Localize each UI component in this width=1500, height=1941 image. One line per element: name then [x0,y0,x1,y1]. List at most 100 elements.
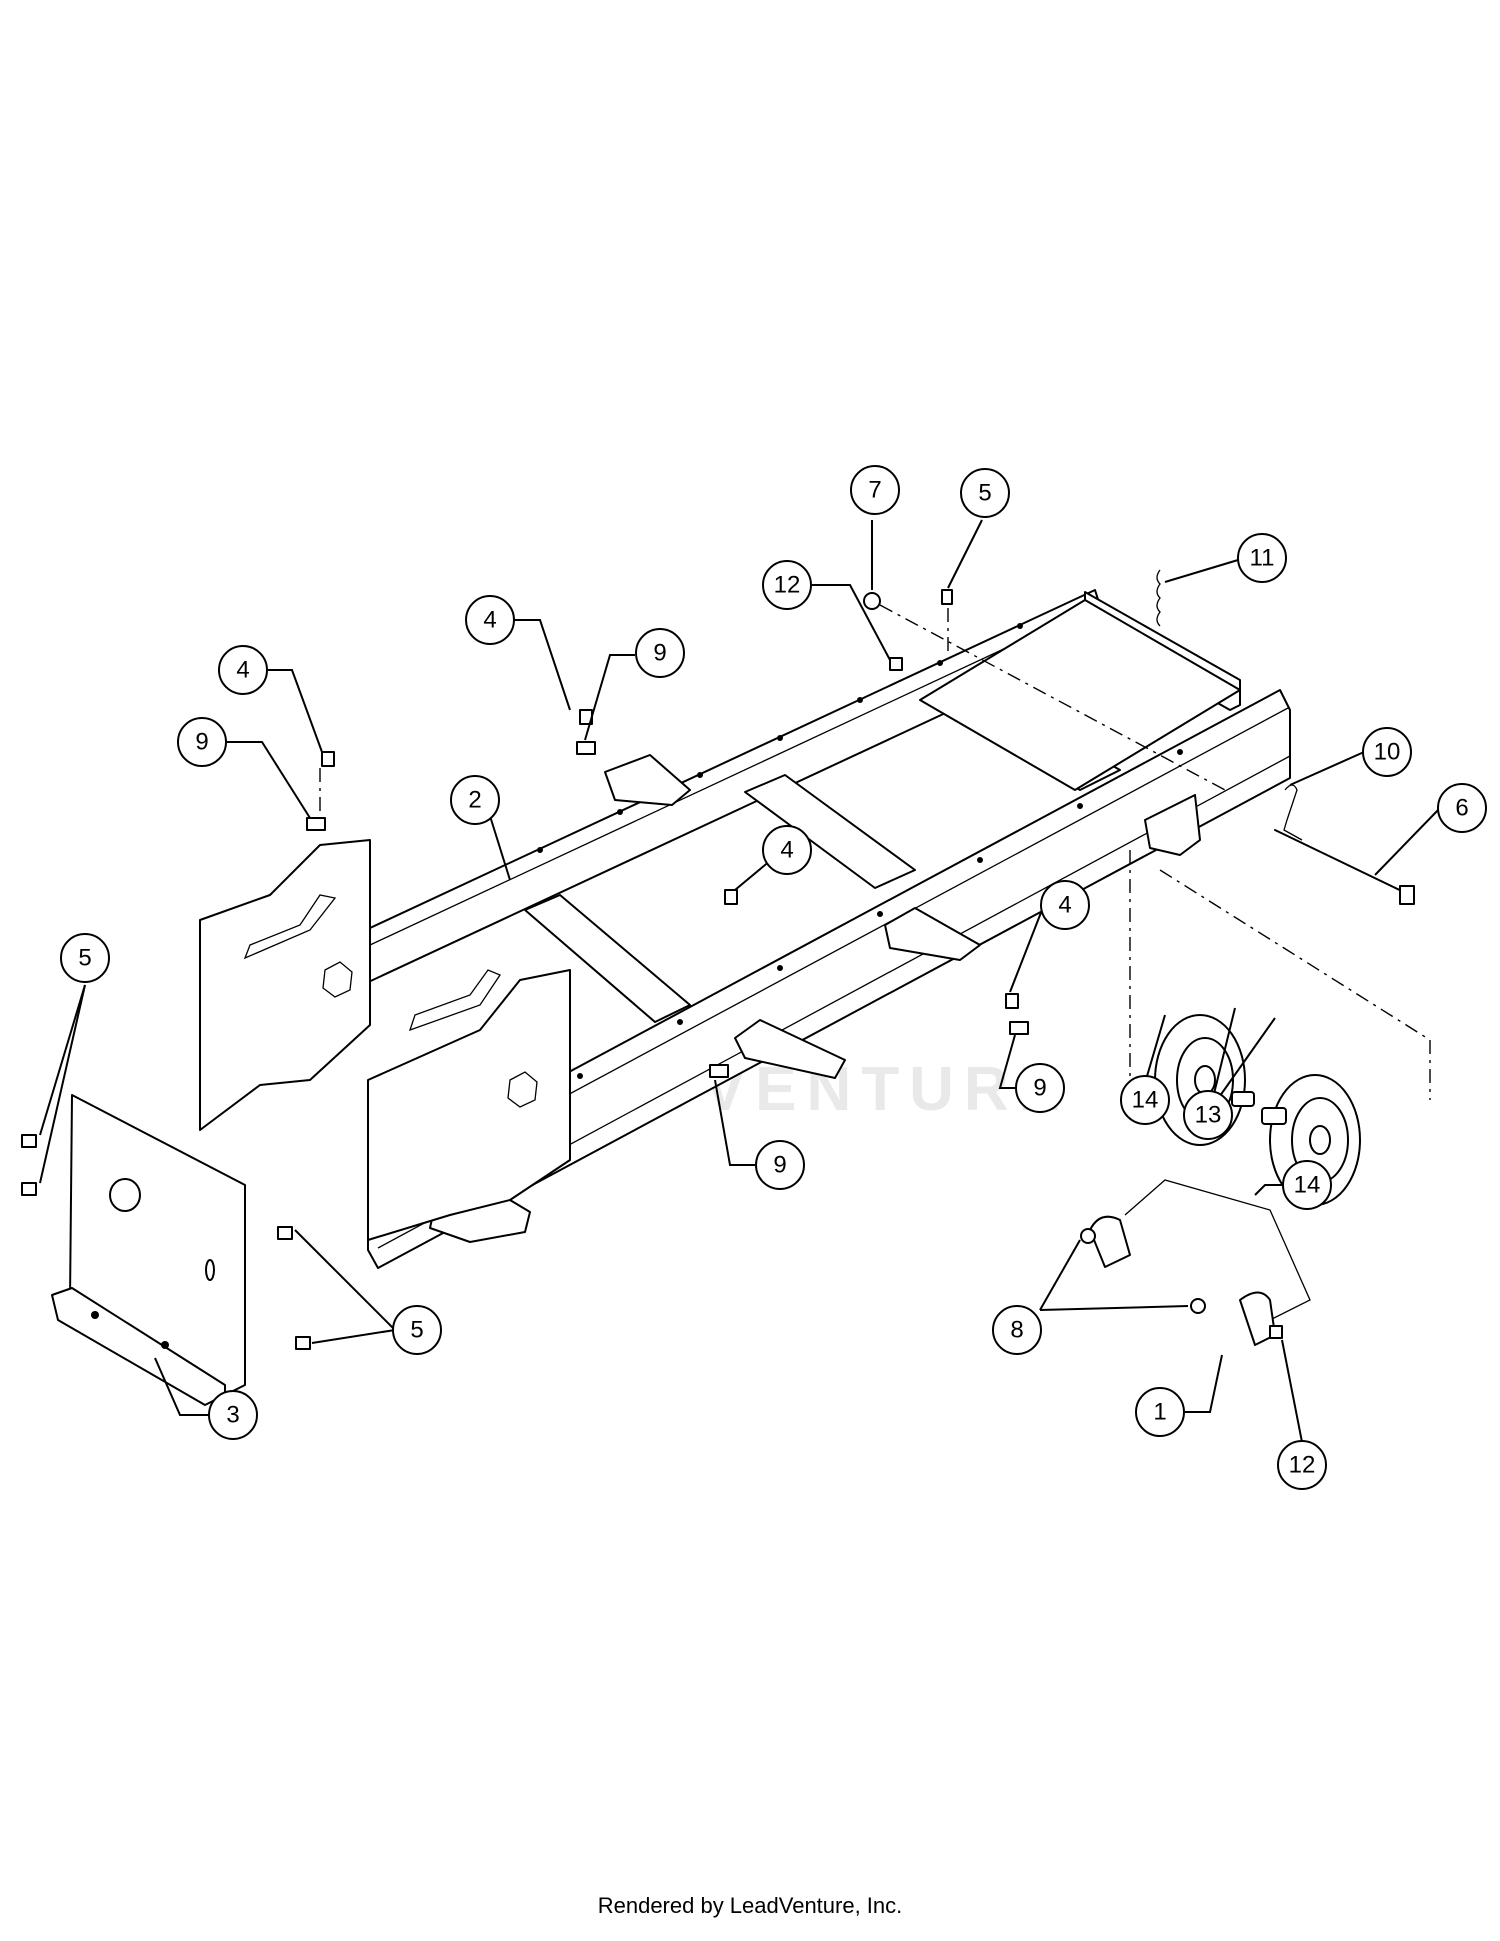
nut-9-plate [306,817,326,831]
center-plate-notch [408,969,501,1032]
rear-bracket [1144,794,1201,856]
callout-10: 10 [1362,727,1412,777]
callout-6: 6 [1437,783,1487,833]
torsion-spring [1283,784,1303,841]
extension-spring [1156,569,1161,627]
callout-circle [208,1390,258,1440]
near-frame-rail [367,689,1291,1269]
callout-8: 8 [992,1305,1042,1355]
callout-circle [762,825,812,875]
callout-label: 14 [1294,1172,1321,1199]
callout-circle [755,1140,805,1190]
left-plate-notch [243,894,337,960]
callout-4: 4 [1040,880,1090,930]
callout-9: 9 [177,717,227,767]
callout-label: 14 [1132,1087,1159,1114]
front-cross-member [524,894,691,1023]
callout-label: 4 [483,607,496,634]
callout-9: 9 [635,628,685,678]
callout-1: 1 [1135,1387,1185,1437]
callout-circle [177,717,227,767]
bolt-4-plate [321,751,335,767]
front-plate-hole [109,1178,141,1212]
mount-tab-left [604,754,691,806]
callout-12: 12 [1277,1440,1327,1490]
callout-9: 9 [755,1140,805,1190]
callout-label: 9 [653,640,666,667]
callout-13: 13 [1183,1090,1233,1140]
callout-label: 6 [1455,795,1468,822]
callout-label: 5 [978,480,991,507]
callout-label: 13 [1195,1102,1222,1129]
callout-circle [465,595,515,645]
callout-5: 5 [960,468,1010,518]
idler-arm [1089,1179,1311,1346]
bolt-4-center [724,889,738,905]
callout-label: 12 [774,572,801,599]
callout-label: 5 [410,1317,423,1344]
callout-9: 9 [1015,1063,1065,1113]
callout-14: 14 [1120,1075,1170,1125]
callout-4: 4 [762,825,812,875]
callout-circle [218,645,268,695]
callout-circle [392,1305,442,1355]
callout-14: 14 [1282,1160,1332,1210]
nut-9-right [1009,1021,1029,1035]
callout-circle [850,465,900,515]
callout-label: 4 [780,837,793,864]
callout-circle [1135,1387,1185,1437]
callout-circle [450,775,500,825]
bolt-5-front-b [295,1336,311,1350]
carriage-bolt [1274,829,1411,896]
left-side-plate [199,839,371,1131]
keyhole-slot [205,1259,215,1281]
callout-5: 5 [392,1305,442,1355]
callout-4: 4 [465,595,515,645]
callout-3: 3 [208,1390,258,1440]
callout-circle [960,468,1010,518]
callout-7: 7 [850,465,900,515]
callout-4: 4 [218,645,268,695]
callout-label: 2 [468,787,481,814]
callout-circle [1237,533,1287,583]
nut-9-mid [576,741,596,755]
callout-circle [1282,1160,1332,1210]
callout-circle [1120,1075,1170,1125]
leader-lines [39,519,1441,1443]
callout-label: 9 [1033,1075,1046,1102]
rear-plate [919,599,1241,791]
bolt-5-left-b [21,1182,37,1196]
mount-tab-right [884,907,981,961]
callout-circle [1040,880,1090,930]
nut-9-center [709,1064,729,1078]
callout-label: 10 [1374,739,1401,766]
callout-circle [1015,1063,1065,1113]
callout-label: 12 [1289,1452,1316,1479]
callout-label: 9 [195,729,208,756]
footer-credit: Rendered by LeadVenture, Inc. [597,1893,903,1918]
callout-label: 11 [1250,545,1275,572]
callout-label: 4 [236,657,249,684]
callout-5: 5 [60,933,110,983]
nut-7 [863,592,881,610]
front-plate [51,1094,246,1406]
bolt-4-right [1005,993,1019,1009]
bolt-12-top [889,657,903,671]
callout-2: 2 [450,775,500,825]
centerlines [319,604,1431,1100]
callout-label: 4 [1058,892,1071,919]
pulley-spacer-lower [1261,1107,1287,1125]
mid-cross-member [744,774,916,889]
hardware [21,589,1283,1350]
bolt-12-bottom [1269,1325,1283,1339]
callout-label: 7 [868,477,881,504]
bolt-5-front-a [277,1226,293,1240]
callout-12: 12 [762,560,812,610]
frame-assembly [354,589,1291,1269]
callout-label: 8 [1010,1317,1023,1344]
callout-circle [1277,1440,1327,1490]
callout-circle [1437,783,1487,833]
callout-circle [635,628,685,678]
callouts: 7 5 12 11 4 9 4 9 2 10 6 4 4 5 9 14 13 9 14 5 8 3 1 12 [60,465,1487,1490]
